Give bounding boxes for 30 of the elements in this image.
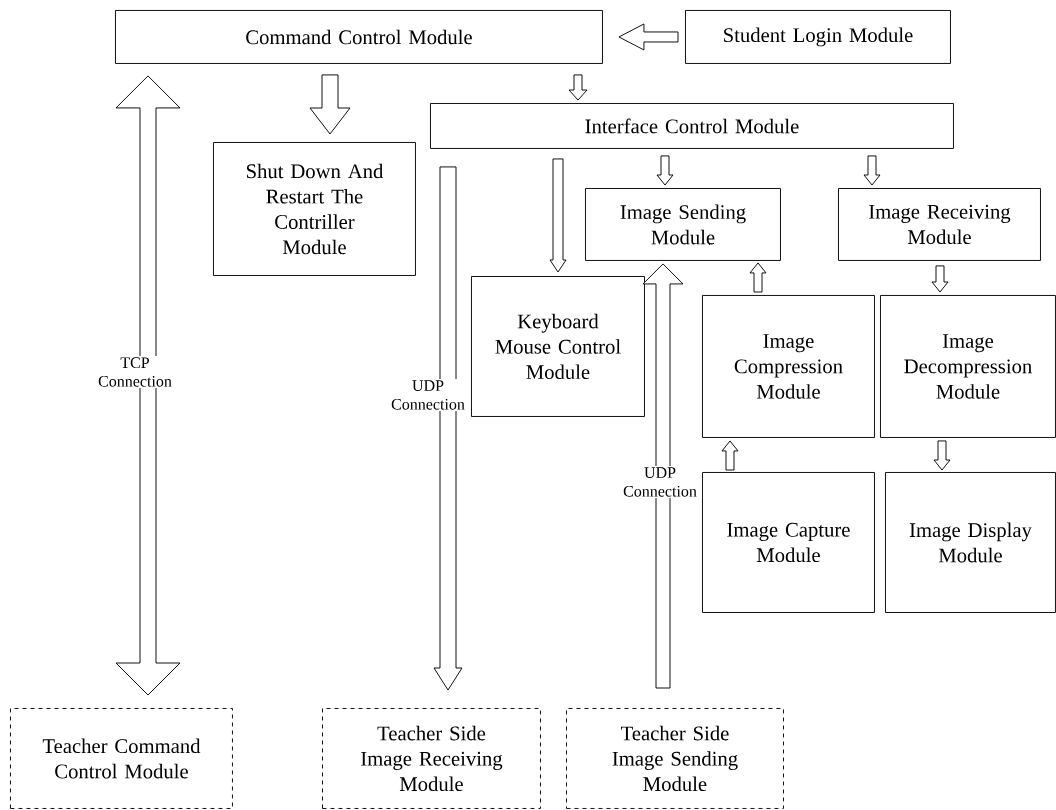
block-arrow (618, 23, 679, 51)
module-box: Image Compression Module (702, 295, 875, 438)
module-box: Student Login Module (685, 10, 951, 64)
block-arrow (721, 440, 739, 471)
block-arrow (749, 262, 767, 293)
edge-label: TCP Connection (93, 355, 177, 389)
module-box: Image Display Module (885, 472, 1056, 613)
edge-label: UDP Connection (618, 466, 702, 498)
block-arrow (863, 155, 881, 186)
module-box: Image Decompression Module (880, 295, 1056, 438)
module-box: Command Control Module (115, 10, 603, 64)
block-arrow (549, 158, 567, 273)
block-arrow (309, 74, 351, 135)
module-box: Teacher Command Control Module (10, 708, 233, 809)
module-box: Image Receiving Module (838, 188, 1041, 261)
block-arrow (933, 440, 951, 471)
block-arrow (115, 75, 181, 696)
module-box: Image Capture Module (702, 472, 875, 613)
block-arrow (931, 265, 949, 293)
module-box: Keyboard Mouse Control Module (471, 276, 645, 417)
module-box: Image Sending Module (585, 188, 781, 261)
block-arrow (433, 166, 463, 691)
edge-label: UDP Connection (386, 379, 470, 411)
module-box: Shut Down And Restart The Contriller Module (213, 142, 416, 276)
module-box: Teacher Side Image Sending Module (566, 708, 784, 809)
block-arrow (568, 74, 588, 101)
block-arrow (656, 155, 674, 186)
module-box: Teacher Side Image Receiving Module (322, 708, 541, 809)
block-arrow (642, 263, 684, 689)
module-box: Interface Control Module (430, 103, 954, 149)
